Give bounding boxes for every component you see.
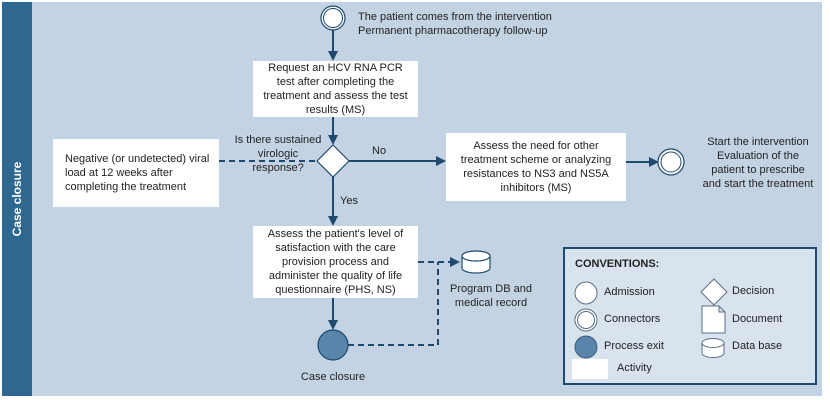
database-label: Program DB and medical record [446,282,536,310]
decision-diamond-icon [316,144,350,178]
end-connector-label-line2: Evaluation of the [717,150,799,162]
conventions-title: CONVENTIONS: [575,258,660,270]
connector-icon [574,308,598,332]
end-connector-icon [657,148,685,176]
activity-hcv-test-text: Request an HCV RNA PCR test after comple… [263,62,408,116]
legend-label-activity: Activity [617,362,652,374]
admission-icon [574,281,598,305]
conventions-legend: CONVENTIONS: Admission Connectors Proces… [563,247,817,385]
end-connector-label-line3: patient to prescribe [711,164,805,176]
database-label-line1: Program DB and [450,283,532,295]
decision-question-line1: Is there sustained [234,134,322,146]
start-label-line1: The patient comes from the intervention [358,11,552,23]
end-connector-label: Start the intervention Evaluation of the… [697,135,819,191]
activity-legend-icon [572,359,608,379]
activity-satisfaction-text: Assess the patient's level of satisfacti… [267,228,404,296]
activity-hcv-test[interactable]: Request an HCV RNA PCR test after comple… [253,61,418,117]
activity-satisfaction[interactable]: Assess the patient's level of satisfacti… [253,226,418,298]
process-exit-legend-icon [574,335,598,359]
conventions-icons [572,278,728,379]
activity-other-scheme[interactable]: Assess the need for other treatment sche… [446,133,626,201]
database-label-line2: medical record [454,297,528,309]
legend-label-decision: Decision [732,285,775,297]
note-negative-viral-load-text: Negative (or undetected) viral load at 1… [65,153,210,193]
decision-question: Is there sustained virologic response? [233,133,323,175]
decision-legend-icon [700,278,728,306]
decision-question-line2: virologic response? [252,148,304,174]
process-exit-icon [317,329,349,361]
start-label-line2: Permanent pharmacotherapy follow-up [358,25,548,37]
start-connector-icon [320,5,346,31]
document-legend-icon [701,305,726,334]
edge-label-no: No [372,145,387,157]
note-negative-viral-load[interactable]: Negative (or undetected) viral load at 1… [53,139,219,207]
association-exit-to-db [348,262,439,346]
legend-label-document: Document [732,313,783,325]
legend-label-process-exit: Process exit [604,340,664,352]
exit-label: Case closure [300,371,366,383]
edge-label-yes: Yes [340,195,358,207]
start-label: The patient comes from the intervention … [358,10,552,38]
database-icon [461,250,491,274]
legend-label-database: Data base [732,340,783,352]
activity-other-scheme-text: Assess the need for other treatment sche… [460,140,612,194]
legend-label-connectors: Connectors [604,313,661,325]
end-connector-label-line1: Start the intervention [707,136,809,148]
end-connector-label-line4: and start the treatment [702,178,814,190]
database-legend-icon [701,338,725,358]
swimlane-header: Case closure [2,2,32,396]
legend-label-admission: Admission [604,286,655,298]
